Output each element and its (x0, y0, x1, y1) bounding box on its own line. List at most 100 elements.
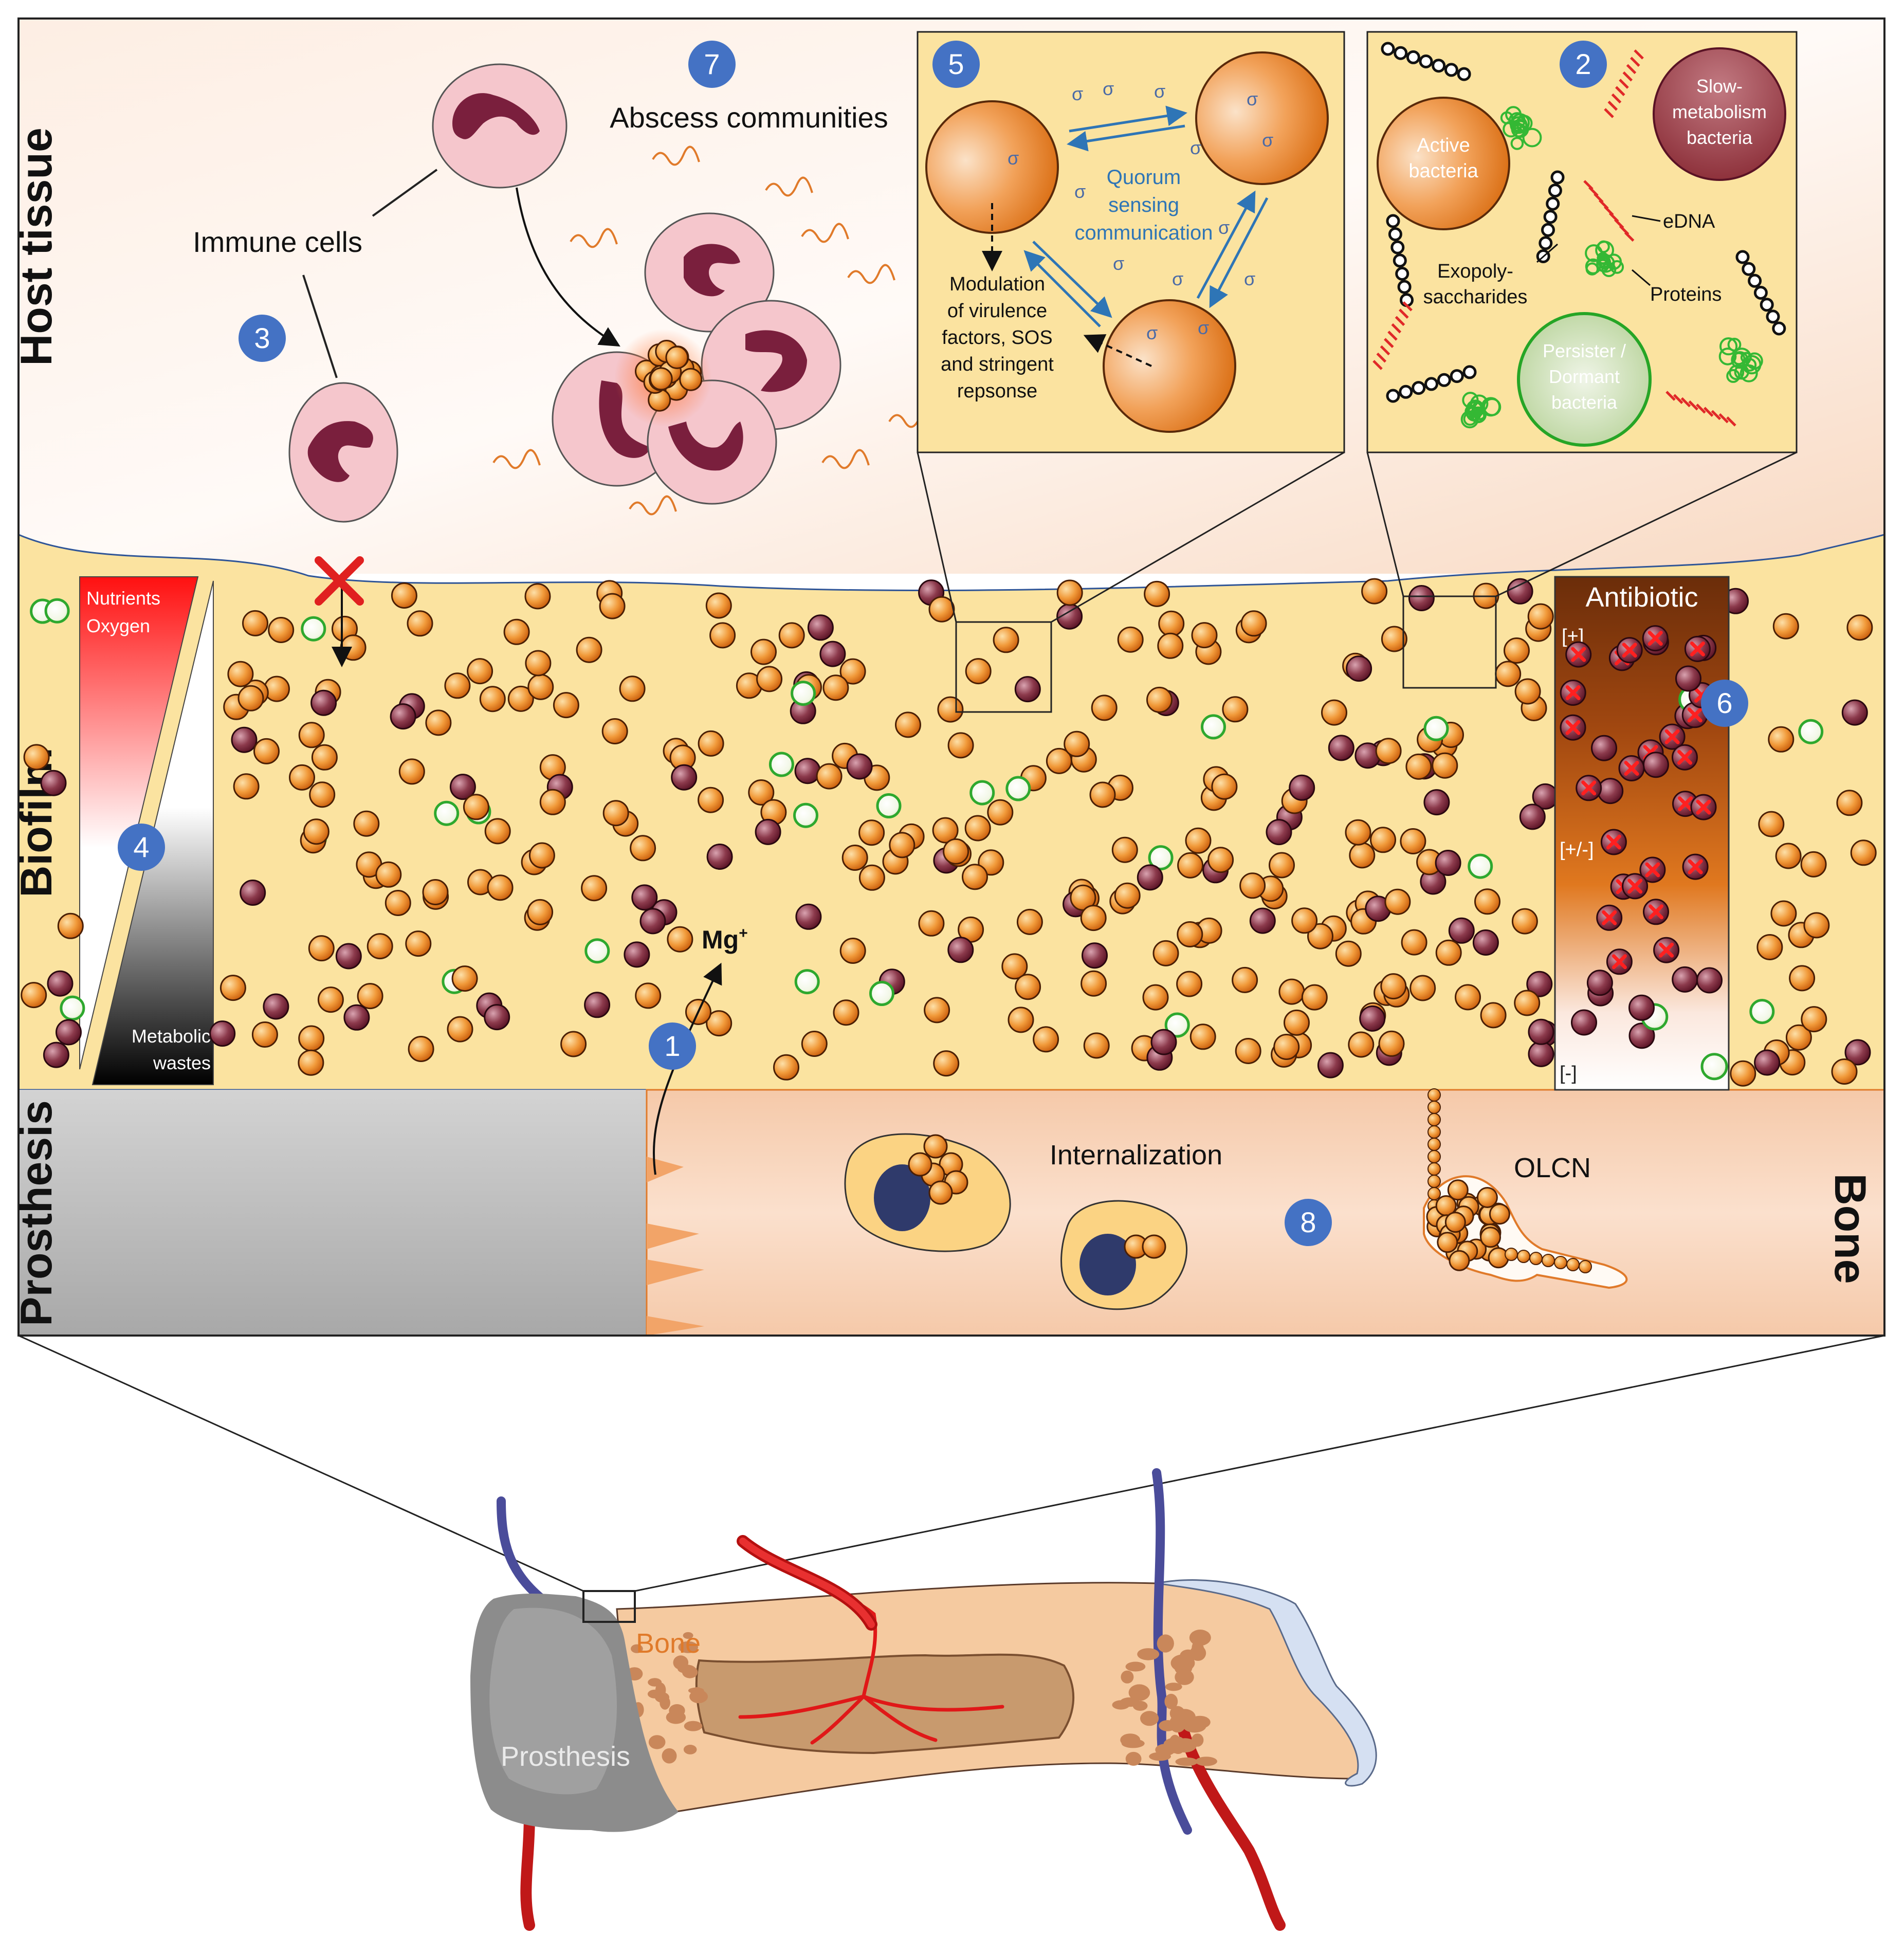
bacterium (791, 681, 816, 706)
bacterium (987, 799, 1014, 826)
edna-strand (1372, 301, 1413, 370)
marker-7: 7 (688, 41, 736, 88)
bacterium (1207, 847, 1234, 873)
label-quorum-1: Quorum (1107, 166, 1181, 189)
label-proteins: Proteins (1650, 284, 1722, 305)
bone-pore (683, 1745, 697, 1755)
bacterium (1758, 811, 1785, 837)
bacterium (1850, 839, 1877, 866)
svg-text:1: 1 (664, 1030, 680, 1062)
bacterium (816, 763, 843, 790)
bacterium (385, 890, 411, 916)
killed-bacterium (1616, 637, 1643, 664)
bacterium (1370, 827, 1396, 853)
bacterium (671, 764, 698, 791)
bacterium (1232, 966, 1258, 993)
svg-text:7: 7 (704, 48, 720, 80)
bacterium (1335, 940, 1362, 967)
bacterium (1142, 984, 1169, 1011)
killed-bacterium (1560, 714, 1586, 741)
bacterium (965, 658, 992, 685)
bacterium (1768, 726, 1795, 753)
bone-spikes (647, 1157, 704, 1336)
qs-arrows (1023, 105, 1269, 327)
killed-bacterium (1600, 829, 1627, 855)
inset-quorum-sensing: Quorum sensing communication Modulation … (917, 31, 1345, 713)
edna-strand (1604, 49, 1644, 118)
bacterium (422, 879, 449, 905)
artery-left (520, 1809, 535, 1931)
killed-bacterium (1659, 723, 1686, 750)
label-persister-3: bacteria (1551, 392, 1618, 413)
abscess-bacteria (635, 340, 703, 412)
bone-pore (1121, 1670, 1134, 1684)
bacterium (1359, 1005, 1386, 1032)
bacterium (1514, 990, 1541, 1016)
vein-right (1152, 1468, 1192, 1835)
sigma-signal: σ (1072, 83, 1083, 104)
killed-bacterium (1606, 948, 1633, 975)
bacterium (833, 999, 859, 1026)
bacterium (705, 592, 732, 619)
bacterium (1211, 773, 1238, 800)
modulation-arrow-2 (1083, 334, 1152, 367)
block-x-icon (315, 556, 364, 606)
bacterium (1361, 578, 1388, 605)
bacterium (1014, 676, 1041, 703)
bacterium (1597, 778, 1624, 805)
bacterium (1448, 917, 1475, 944)
sigma-signal: σ (1247, 88, 1258, 109)
bone-pore (1195, 1757, 1217, 1766)
bacterium (947, 937, 974, 963)
bacterium (1628, 1022, 1655, 1049)
bacterium (1249, 907, 1276, 934)
bacterium (1529, 1252, 1543, 1265)
bacterium (527, 899, 554, 925)
bacterium (1164, 1012, 1190, 1038)
label-exopoly-2: saccharides (1423, 286, 1528, 308)
bacterium (298, 722, 325, 748)
bacterium (451, 965, 478, 992)
bone-pore (684, 1721, 703, 1731)
bacterium (1328, 735, 1354, 761)
bacterium (1117, 626, 1144, 653)
nucleus-left (307, 421, 373, 482)
bacterium (303, 818, 329, 845)
bacterium (928, 596, 955, 623)
immune-line-1 (372, 169, 438, 217)
bacterium (773, 1054, 799, 1081)
bacterium (667, 926, 693, 953)
bacterium (619, 675, 646, 702)
bacterium (1447, 1179, 1469, 1201)
bacterium (1504, 637, 1530, 664)
svg-text:6: 6 (1716, 687, 1732, 719)
label-conc-low: [-] (1560, 1063, 1577, 1084)
bacterium (1505, 1248, 1518, 1261)
proteins-pointer (1632, 269, 1651, 286)
bacterium (1191, 622, 1218, 649)
bacterium (398, 758, 425, 785)
sigma-signal: σ (1113, 253, 1124, 274)
bacterium (1507, 578, 1533, 605)
bacterium (1675, 665, 1701, 692)
edna-strand (1583, 180, 1635, 242)
debris-fiber (492, 449, 541, 469)
protein-blob (1585, 240, 1624, 277)
bacterium (937, 696, 964, 723)
bacterium (1435, 939, 1462, 966)
bone-pore (669, 1704, 685, 1717)
bone-pore (655, 1683, 666, 1697)
bacterium (794, 969, 820, 995)
bone-pore (1164, 1693, 1178, 1709)
artery-right (1177, 1722, 1286, 1931)
bacterium (964, 815, 991, 842)
bacterium (1082, 942, 1108, 969)
label-modulation-4: and stringent (941, 354, 1054, 375)
bacterium (553, 692, 579, 719)
bacterium (1526, 971, 1553, 997)
bacterium (1571, 1009, 1597, 1036)
matrix-components (1372, 42, 1786, 429)
bacterium (1111, 836, 1138, 863)
